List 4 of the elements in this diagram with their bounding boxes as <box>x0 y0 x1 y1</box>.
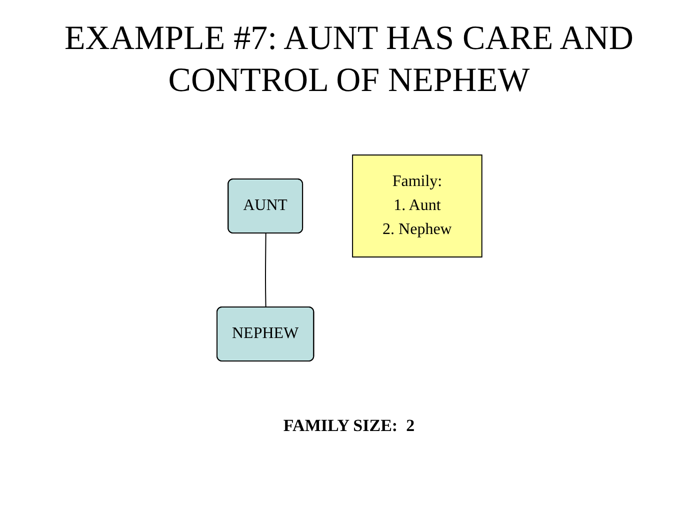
node-box: Family: 1. Aunt 2. Nephew <box>352 154 482 258</box>
title: EXAMPLE #7: AUNT HAS CARE AND CONTROL OF NEPHEW <box>64 19 634 101</box>
connector <box>264 233 266 308</box>
note: FAMILY SIZE: 2 <box>282 416 416 436</box>
